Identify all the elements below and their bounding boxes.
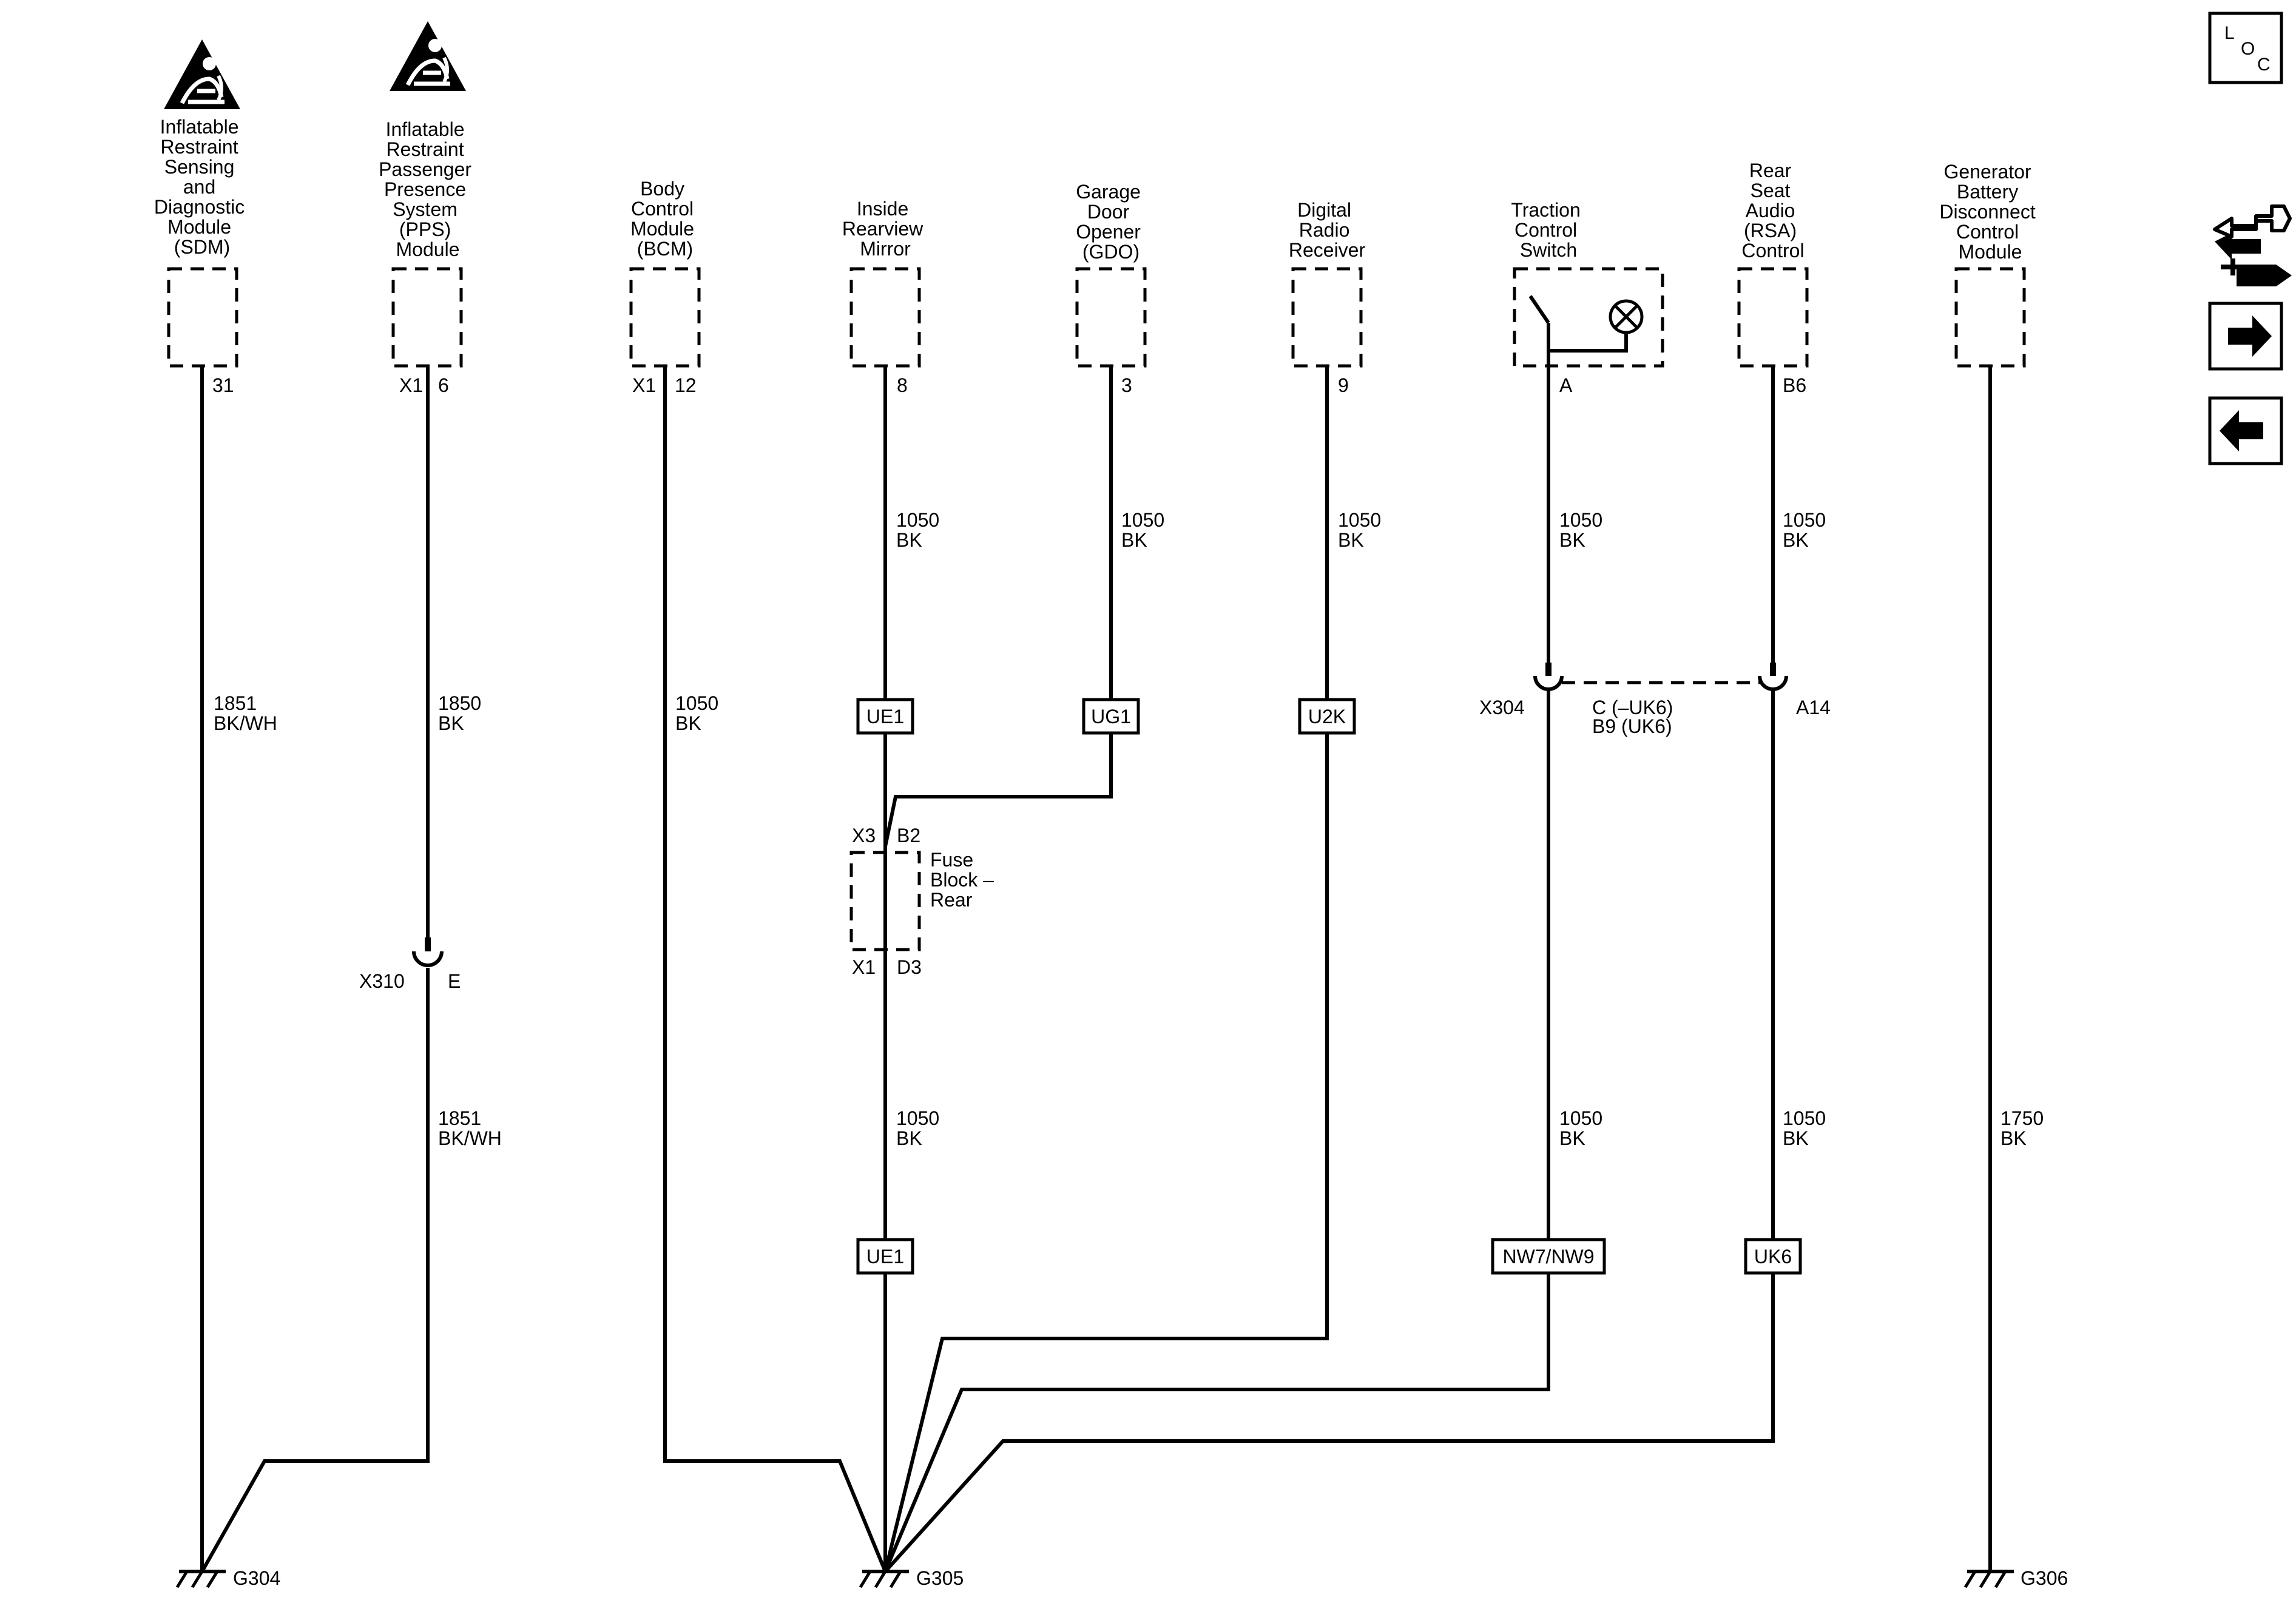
module-box-bcm [629, 267, 701, 368]
ground-symbol-g306 [1963, 1570, 2014, 1588]
wire-rsa-lower [883, 690, 1775, 1573]
pin-traction: A [1559, 374, 1573, 396]
fuse-top-pin: B2 [897, 825, 920, 846]
ground-label-g305: G305 [916, 1567, 964, 1589]
module-label-generator: Generator Battery Disconnect Control Mod… [1939, 161, 2041, 263]
module-box-mirror [849, 267, 921, 368]
module-box-radio [1291, 267, 1363, 368]
ground-label-g304: G304 [233, 1567, 280, 1589]
module-label-traction: Traction Control Switch [1511, 199, 1585, 261]
connector-end-view-icon[interactable] [2213, 204, 2292, 286]
module-box-gdo [1075, 267, 1147, 368]
option-label-uk6: UK6 [1754, 1246, 1792, 1268]
module-label-bcm: Body Control Module (BCM) [630, 178, 700, 260]
wire-gdo [883, 366, 1113, 847]
connector-pin-x304-left: C (–UK6) B9 (UK6) [1592, 697, 1678, 737]
module-box-pps [391, 267, 463, 368]
module-box-rsa [1737, 267, 1809, 368]
ground-symbol-g305 [859, 1570, 909, 1588]
pin-pps: 6 [438, 374, 449, 396]
connector-pin-x310: E [448, 970, 461, 992]
module-box-traction [1513, 267, 1664, 368]
module-box-generator [1954, 267, 2026, 368]
pin-bcm: 12 [675, 374, 697, 396]
airbag-warning-icon [390, 21, 466, 91]
wire-bcm [663, 366, 887, 1573]
pin-rsa: B6 [1783, 374, 1806, 396]
loc-letter-l: L [2224, 23, 2235, 43]
ground-symbol-g304 [175, 1570, 226, 1588]
next-arrow-icon[interactable] [2208, 302, 2283, 371]
option-label-nw7-nw9: NW7/NW9 [1502, 1246, 1594, 1268]
option-box-ue1-upper [856, 698, 914, 735]
option-box-ue1-lower [856, 1238, 914, 1275]
option-label-ug1: UG1 [1091, 706, 1131, 727]
pin-radio: 9 [1338, 374, 1349, 396]
loc-letter-o: O [2241, 39, 2255, 59]
module-box-sdm [167, 267, 238, 368]
loc-letter-c: C [2257, 55, 2271, 75]
module-label-gdo: Garage Door Opener (GDO) [1076, 181, 1146, 263]
connector-bcm: X1 [632, 374, 656, 396]
airbag-warning-icon [164, 39, 240, 109]
inline-connector-x310 [412, 937, 444, 967]
option-label-ue1-lower: UE1 [866, 1246, 904, 1268]
option-box-nw7-nw9 [1491, 1238, 1606, 1275]
pin-mirror: 8 [897, 374, 908, 396]
loc-button[interactable]: L O C [2208, 12, 2283, 84]
connector-label-x304: X304 [1479, 697, 1525, 718]
module-label-rsa: Rear Seat Audio (RSA) Control [1741, 160, 1804, 262]
wire-traction-lower [883, 690, 1550, 1573]
inline-connector-x304 [1533, 663, 1788, 691]
option-label-ue1-upper: UE1 [866, 706, 904, 727]
fuse-bottom-connector: X1 [852, 956, 876, 978]
indicator-lamp-icon [1548, 299, 1644, 353]
module-label-radio: Digital Radio Receiver [1289, 199, 1366, 261]
option-label-u2k: U2K [1308, 706, 1346, 727]
connector-label-x310: X310 [359, 970, 405, 992]
module-label-pps: Inflatable Restraint Passenger Presence … [379, 118, 477, 260]
option-box-uk6 [1744, 1238, 1802, 1275]
module-label-sdm: Inflatable Restraint Sensing and Diagnos… [154, 116, 250, 258]
option-box-ug1 [1082, 698, 1140, 735]
switch-symbol [1528, 295, 1550, 366]
fuse-block-label: Fuse Block – Rear [930, 849, 999, 911]
fuse-block-box [849, 851, 921, 951]
connector-pin-x304-right: A14 [1796, 697, 1831, 718]
option-box-u2k [1298, 698, 1356, 735]
pin-sdm: 31 [212, 374, 234, 396]
wire-pps-lower [200, 968, 430, 1573]
ground-label-g306: G306 [2021, 1567, 2068, 1589]
fuse-top-connector: X3 [852, 825, 876, 846]
pin-gdo: 3 [1121, 374, 1132, 396]
wire-radio [883, 366, 1329, 1572]
previous-arrow-icon[interactable] [2208, 396, 2283, 465]
fuse-bottom-pin: D3 [897, 956, 922, 978]
module-label-mirror: Inside Rearview Mirror [842, 198, 928, 260]
connector-pps: X1 [399, 374, 423, 396]
